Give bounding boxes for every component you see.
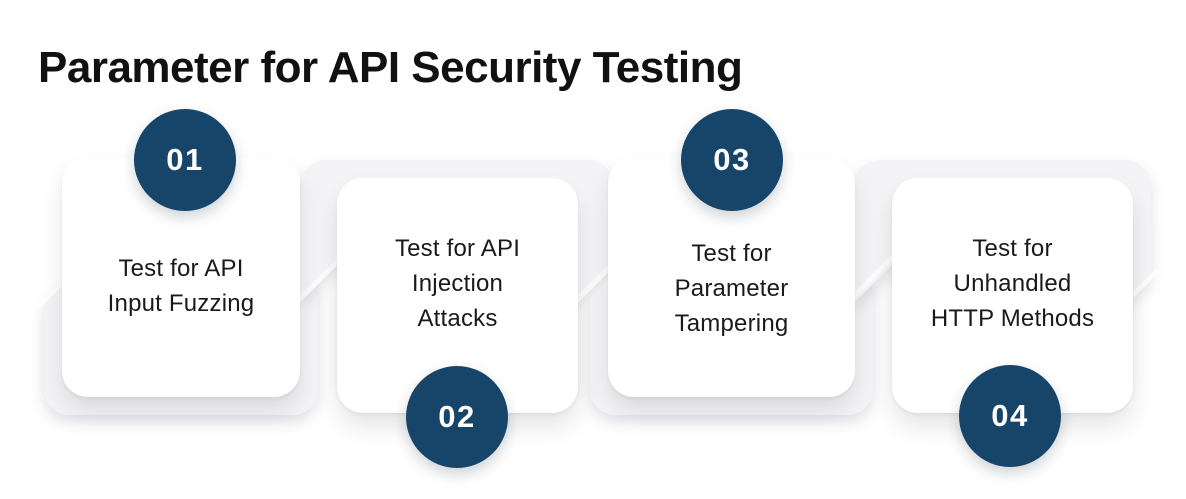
card-text-line: Test for API	[118, 255, 244, 282]
card-injection-attacks: Test for API Injection Attacks	[337, 178, 578, 413]
step-number: 03	[713, 142, 751, 177]
card-text: Test for API Input Fuzzing	[108, 251, 255, 321]
step-number: 01	[166, 142, 204, 177]
card-text: Test for API Injection Attacks	[395, 231, 520, 336]
card-text: Test for Unhandled HTTP Methods	[931, 231, 1094, 336]
card-text-line: Tampering	[674, 309, 789, 337]
card-text-line: Test for	[691, 239, 772, 267]
card-text-line: Parameter	[674, 274, 789, 302]
page-title: Parameter for API Security Testing	[38, 43, 743, 93]
step-number: 04	[991, 398, 1029, 433]
step-number-badge-4: 04	[959, 365, 1061, 467]
card-text: Test for Parameter Tampering	[675, 236, 789, 341]
card-text-line: Injection	[411, 270, 504, 297]
step-number-badge-3: 03	[681, 109, 783, 211]
card-text-line: Test for	[972, 235, 1053, 262]
card-text-line: Unhandled	[953, 270, 1072, 297]
step-number-badge-1: 01	[134, 109, 236, 211]
card-text-line: HTTP Methods	[930, 305, 1095, 332]
card-text-line: Test for API	[394, 235, 521, 262]
step-number: 02	[438, 399, 476, 434]
card-parameter-tampering: Test for Parameter Tampering	[608, 157, 855, 397]
card-text-line: Attacks	[417, 305, 498, 332]
card-text-line: Input Fuzzing	[107, 290, 255, 317]
step-number-badge-2: 02	[406, 366, 508, 468]
